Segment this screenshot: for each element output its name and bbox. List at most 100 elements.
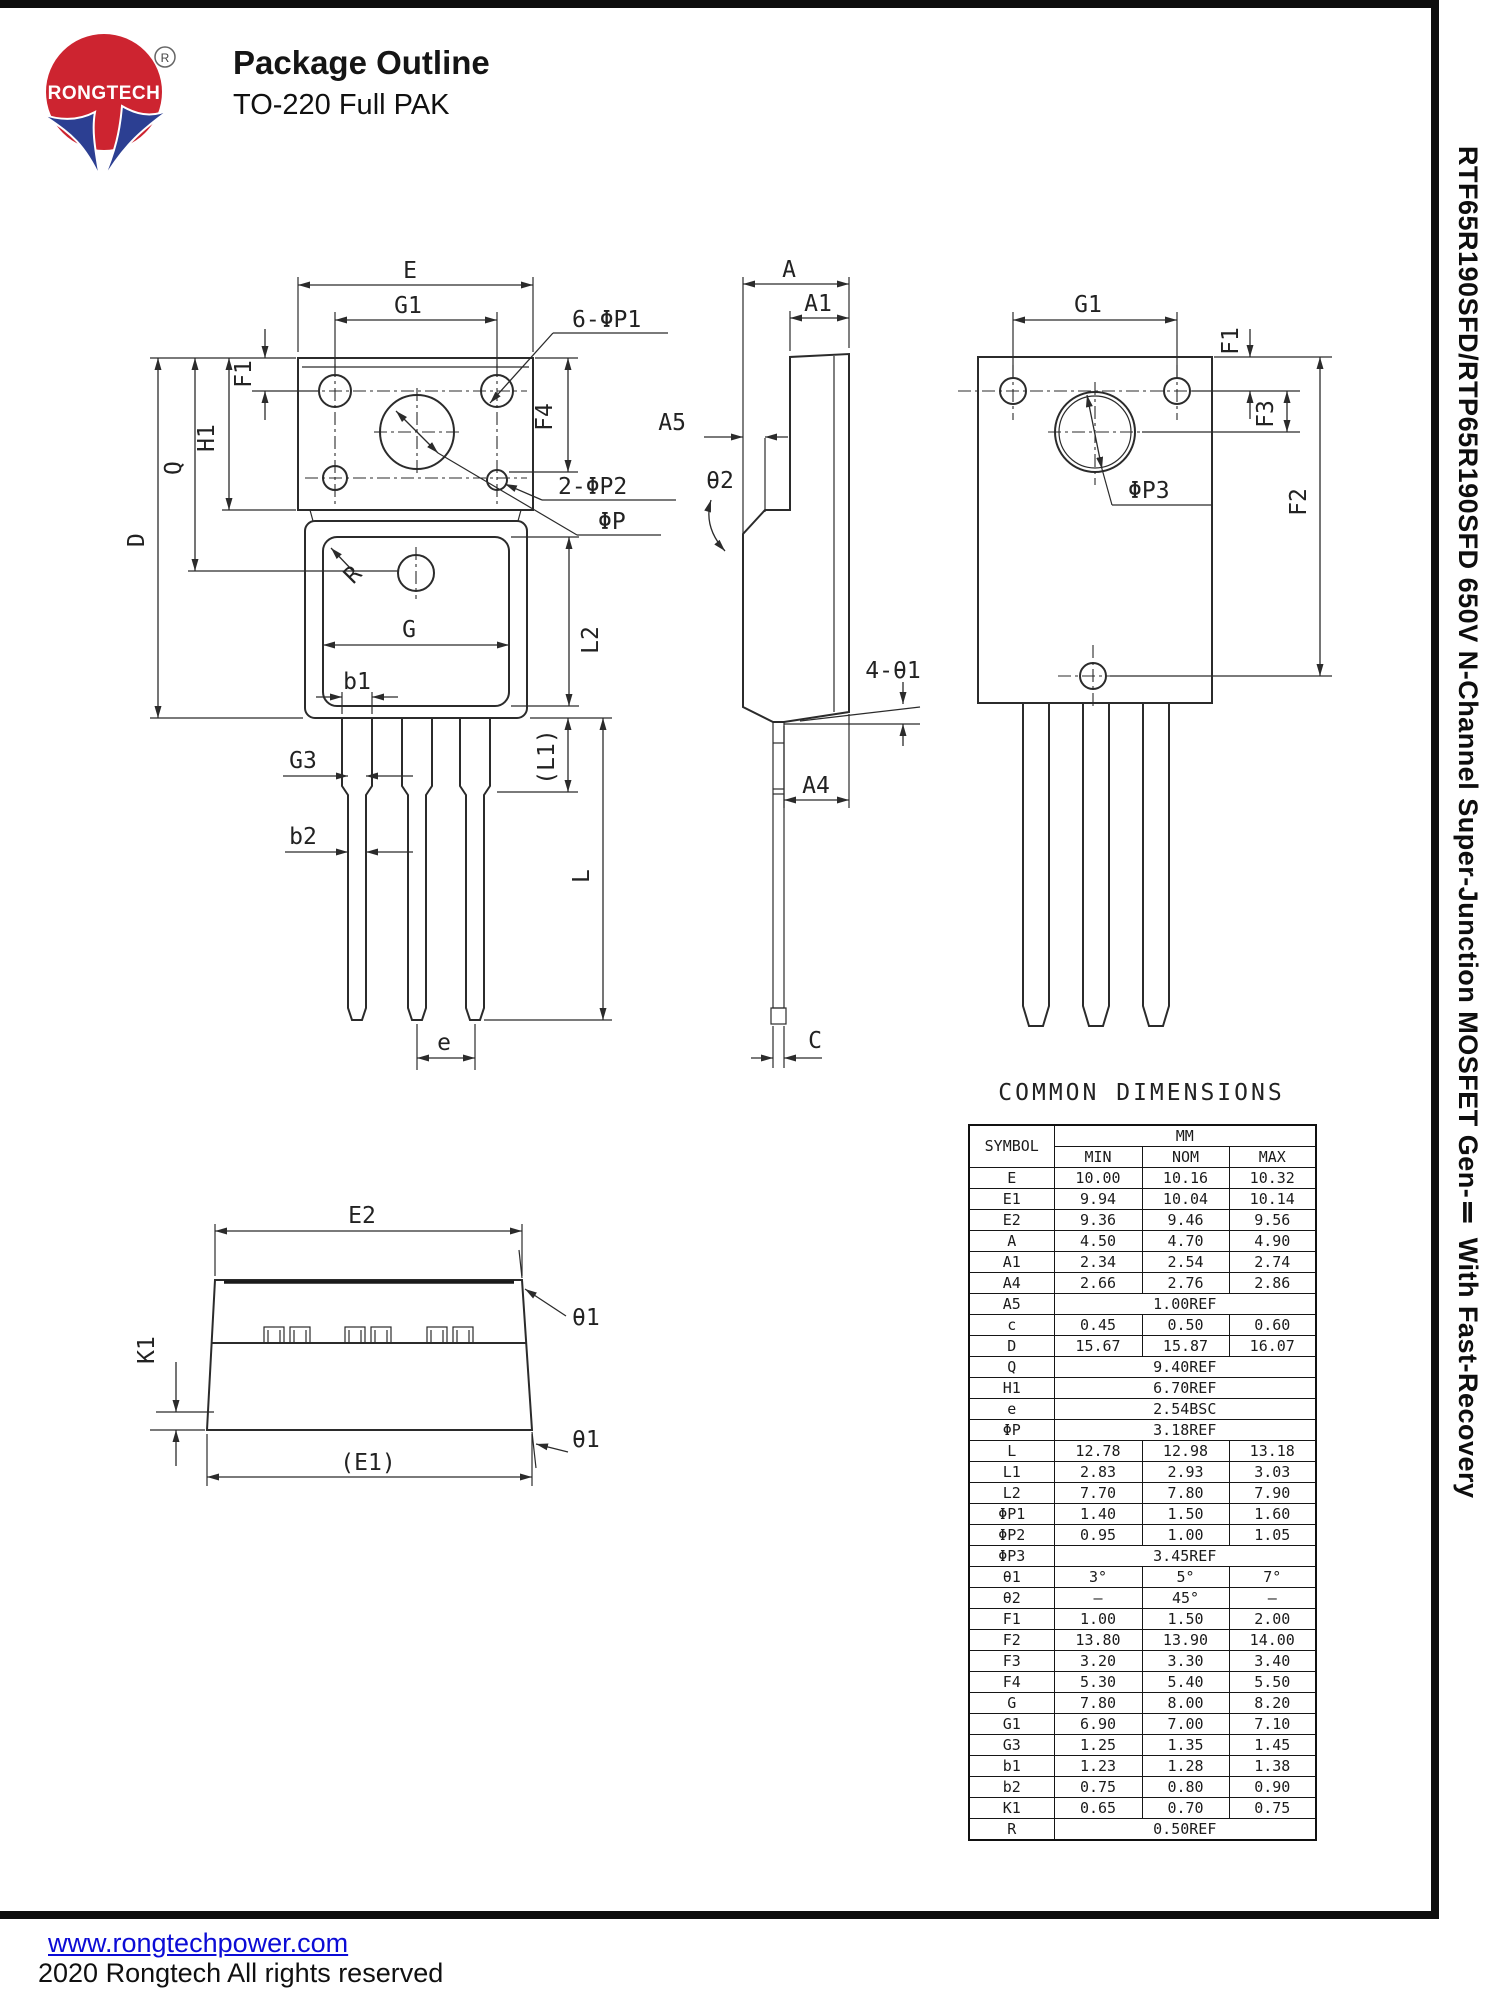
dim-label-A5: A5 — [658, 410, 686, 436]
table-cell: E1 — [968, 1188, 1055, 1210]
dim-label-6PhiP1: 6-ΦP1 — [572, 307, 641, 333]
table-cell: 0.50 — [1141, 1314, 1230, 1336]
table-cell: 8.20 — [1228, 1692, 1317, 1714]
dim-label-G1-back: G1 — [1074, 292, 1102, 318]
table-cell: 9.40REF — [1053, 1356, 1317, 1378]
table-cell: 0.90 — [1228, 1776, 1317, 1798]
symbol-header: SYMBOL — [968, 1124, 1055, 1168]
table-cell: F3 — [968, 1650, 1055, 1672]
table-cell: 10.04 — [1141, 1188, 1230, 1210]
table-cell: 7.00 — [1141, 1713, 1230, 1735]
footer-link[interactable]: www.rongtechpower.com — [48, 1928, 349, 1958]
table-cell: c — [968, 1314, 1055, 1336]
dim-label-D: D — [124, 533, 150, 547]
table-cell: 15.67 — [1053, 1335, 1143, 1357]
table-cell: E2 — [968, 1209, 1055, 1231]
table-cell: G — [968, 1692, 1055, 1714]
dim-label-b1: b1 — [343, 669, 371, 695]
table-cell: 2.93 — [1141, 1461, 1230, 1483]
table-cell: Q — [968, 1356, 1055, 1378]
table-cell: θ2 — [968, 1587, 1055, 1609]
page-subtitle: TO-220 Full PAK — [233, 89, 450, 121]
table-cell: 1.05 — [1228, 1524, 1317, 1546]
dim-label-A: A — [782, 257, 796, 283]
table-cell: 0.50REF — [1053, 1818, 1317, 1841]
table-cell: K1 — [968, 1797, 1055, 1819]
dim-label-A1: A1 — [804, 291, 832, 317]
back-view: G1 F1 F3 F2 ΦP3 — [958, 292, 1332, 1027]
table-cell: ΦP — [968, 1419, 1055, 1441]
dim-label-PhiP3: ΦP3 — [1128, 478, 1170, 504]
unit-header: MM — [1053, 1124, 1317, 1147]
table-cell: 9.36 — [1053, 1209, 1143, 1231]
table-cell: b1 — [968, 1755, 1055, 1777]
footer-copyright: 2020 Rongtech All rights reserved — [38, 1958, 444, 1988]
table-cell: θ1 — [968, 1566, 1055, 1588]
page-title: Package Outline — [233, 44, 490, 81]
table-cell: 15.87 — [1141, 1335, 1230, 1357]
dim-label-theta2: θ2 — [706, 468, 734, 494]
dim-label-F1: F1 — [231, 360, 257, 388]
table-cell: 2.34 — [1053, 1251, 1143, 1273]
table-cell: 1.23 — [1053, 1755, 1143, 1777]
table-cell: 2.00 — [1228, 1608, 1317, 1630]
dim-label-4theta1: 4-θ1 — [865, 658, 920, 684]
logo-text: RONGTECH — [48, 83, 161, 104]
part-number-sidebar: RTF65R190SFD/RTP65R190SFD 650V N-Channel… — [1453, 146, 1483, 1499]
dim-label-L1: (L1) — [534, 729, 560, 784]
table-cell: 2.76 — [1141, 1272, 1230, 1294]
table-cell: F2 — [968, 1629, 1055, 1651]
table-cell: 1.45 — [1228, 1734, 1317, 1756]
table-cell: 0.70 — [1141, 1797, 1230, 1819]
table-cell: G1 — [968, 1713, 1055, 1735]
table-cell: 3° — [1053, 1566, 1143, 1588]
table-cell: A — [968, 1230, 1055, 1252]
table-cell: 1.50 — [1141, 1503, 1230, 1525]
logo-wing-left-icon — [41, 110, 101, 179]
table-cell: 2.83 — [1053, 1461, 1143, 1483]
table-cell: F4 — [968, 1671, 1055, 1693]
bottom-view: E2 K1 — [134, 1203, 600, 1486]
page-border-top — [0, 0, 1438, 8]
table-cell: 9.94 — [1053, 1188, 1143, 1210]
table-cell: A1 — [968, 1251, 1055, 1273]
table-cell: 7.70 — [1053, 1482, 1143, 1504]
dim-label-R: R — [339, 561, 367, 589]
table-cell: D — [968, 1335, 1055, 1357]
table-cell: 45° — [1141, 1587, 1230, 1609]
page-border-right — [1431, 0, 1439, 1919]
dim-label-G: G — [402, 617, 416, 643]
table-cell: 0.75 — [1053, 1776, 1143, 1798]
table-cell: 1.28 — [1141, 1755, 1230, 1777]
table-cell: F1 — [968, 1608, 1055, 1630]
table-cell: 13.90 — [1141, 1629, 1230, 1651]
table-cell: 6.90 — [1053, 1713, 1143, 1735]
table-cell: 5.50 — [1228, 1671, 1317, 1693]
table-cell: 1.00REF — [1053, 1293, 1317, 1315]
table-cell: 0.45 — [1053, 1314, 1143, 1336]
table-cell: L — [968, 1440, 1055, 1462]
table-cell: 0.65 — [1053, 1797, 1143, 1819]
table-cell: 4.50 — [1053, 1230, 1143, 1252]
front-view: E G1 6-ΦP1 F1 H1 Q — [124, 258, 676, 1070]
table-title: COMMON DIMENSIONS — [998, 1080, 1285, 1106]
table-row: θ2–45°– — [968, 1587, 1317, 1609]
